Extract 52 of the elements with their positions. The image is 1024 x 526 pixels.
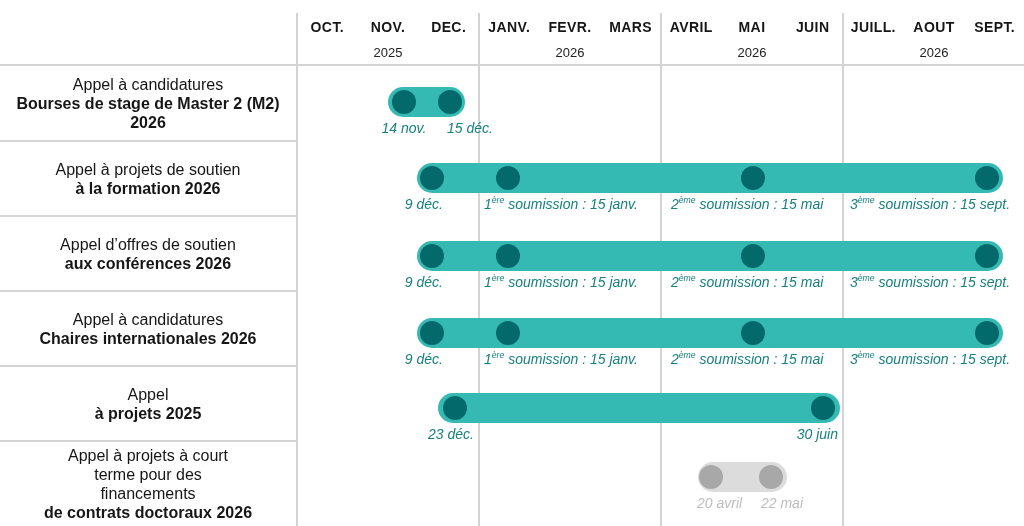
date-label: 3$^{ème}$ soumission : 15 sept. bbox=[850, 351, 1011, 367]
call-name: Chaires internationales 2026 bbox=[39, 328, 257, 348]
call-name: Bourses de stage de Master 2 (M2) 2026 bbox=[15, 93, 281, 132]
month-label: OCT. bbox=[310, 19, 345, 35]
date-label: 9 déc. bbox=[404, 351, 443, 367]
date-label: 2$^{ème}$ soumission : 15 mai bbox=[671, 274, 824, 290]
month-label: MAI bbox=[738, 19, 766, 35]
year-label: 2026 bbox=[555, 45, 585, 60]
timeline-bar bbox=[417, 163, 1003, 193]
month-label: JUIN bbox=[795, 19, 830, 35]
timeline-bar bbox=[417, 318, 1003, 348]
month-label: DEC. bbox=[431, 19, 467, 35]
month-label: MARS bbox=[609, 19, 653, 35]
call-type: Appel à candidatures bbox=[72, 74, 224, 94]
month-label: NOV. bbox=[370, 19, 406, 35]
month-label: JUILL. bbox=[850, 19, 896, 35]
year-label: 2026 bbox=[737, 45, 767, 60]
date-label: 3$^{ème}$ soumission : 15 sept. bbox=[850, 196, 1011, 212]
call-name: aux conférences 2026 bbox=[64, 253, 232, 273]
month-label: SEPT. bbox=[974, 19, 1016, 35]
call-type: Appel d’offres de soutien bbox=[60, 234, 236, 254]
month-label: AVRIL bbox=[669, 19, 713, 35]
timeline-bar bbox=[388, 87, 465, 117]
date-label: 1$^{ère}$ soumission : 15 janv. bbox=[484, 351, 638, 367]
date-label: 22 mai bbox=[761, 495, 804, 511]
date-label: 23 déc. bbox=[428, 426, 474, 442]
date-label: 1$^{ère}$ soumission : 15 janv. bbox=[484, 196, 638, 212]
timeline-bar bbox=[698, 462, 787, 492]
date-label: 9 déc. bbox=[404, 274, 443, 290]
date-label: 20 avril bbox=[697, 495, 743, 511]
month-label: AOUT bbox=[913, 19, 955, 35]
date-label: 3$^{ème}$ soumission : 15 sept. bbox=[850, 274, 1011, 290]
year-label: 2026 bbox=[919, 45, 949, 60]
call-type: Appel à projets de soutien bbox=[55, 159, 241, 179]
date-label: 2$^{ème}$ soumission : 15 mai bbox=[671, 351, 824, 367]
call-type: Appel à candidatures bbox=[72, 309, 224, 329]
timeline-bar bbox=[417, 241, 1003, 271]
month-label: JANV. bbox=[488, 19, 531, 35]
year-label: 2025 bbox=[373, 45, 403, 60]
date-label: 30 juin bbox=[796, 426, 838, 442]
date-label: 15 déc. bbox=[447, 120, 493, 136]
call-type: Appel à projets à court terme pour des financements bbox=[66, 446, 230, 503]
date-label: 2$^{ème}$ soumission : 15 mai bbox=[671, 196, 824, 212]
call-name: à projets 2025 bbox=[94, 403, 202, 423]
call-name: de contrats doctoraux 2026 bbox=[43, 503, 253, 522]
date-label: 14 nov. bbox=[381, 120, 427, 136]
date-label: 1$^{ère}$ soumission : 15 janv. bbox=[484, 274, 638, 290]
call-name: à la formation 2026 bbox=[75, 178, 221, 198]
timeline-bar bbox=[438, 393, 840, 423]
date-label: 9 déc. bbox=[404, 196, 443, 212]
call-type: Appel bbox=[127, 384, 169, 404]
month-label: FEVR. bbox=[548, 19, 592, 35]
